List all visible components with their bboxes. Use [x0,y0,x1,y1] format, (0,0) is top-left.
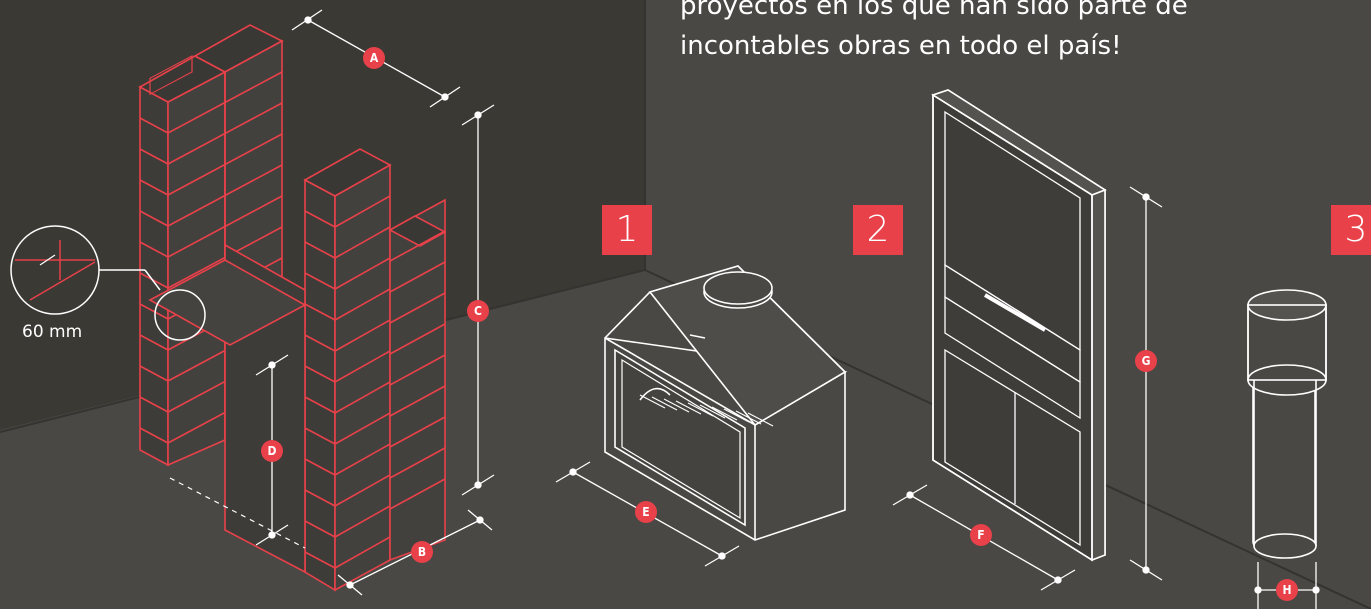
brick-structure [138,24,447,592]
brick-course-line [334,412,391,445]
brick-course-line [334,319,391,352]
dimension-marker-e: E [635,501,657,523]
product-1-grill [604,265,848,541]
brick-course-line [304,489,336,507]
brick-course-line [304,365,336,383]
dimension-marker-g: G [1135,350,1157,372]
right-mid-column [303,148,447,592]
brick-course-line [139,427,169,444]
brick-course-line [304,241,336,259]
dimension-marker-d: D [261,440,283,462]
brick-course-line [389,447,446,479]
brick-course-line [389,416,446,448]
brick-course-line [139,272,169,289]
brick-course-line [304,427,336,445]
brick-course-line [334,536,391,569]
brick-course-line [389,354,446,386]
zoom-callout [10,225,206,341]
brick-course-line [334,195,391,228]
brick-course-line [139,241,169,258]
grill-bar-line [663,398,690,413]
brick-course-line [389,230,446,262]
brick-course-line [304,458,336,476]
product-3-chimney-pipe [1247,289,1327,559]
brick-course-line [304,551,336,569]
brick-course-line [139,179,169,196]
intro-line-1: proyectos en los que han sido parte de [680,0,1188,21]
grill-bar-line [747,412,774,427]
brick-course-line [334,443,391,476]
brick-course-line [139,117,169,134]
grill-bar-line [639,394,666,409]
brick-course-line [334,474,391,507]
intro-line-2: incontables obras en todo el país! [680,31,1122,61]
brick-course-line [389,323,446,355]
product-number-3: 3 [1331,205,1371,255]
grill-bar-line [723,408,750,423]
brick-course-line [334,350,391,383]
brick-course-line [389,292,446,324]
brick-course-line [304,303,336,321]
brick-course-line [139,396,169,413]
brick-course-line [389,385,446,417]
product-2-fireplace [931,89,1107,562]
product-number-2: 2 [853,205,903,255]
brick-course-line [139,148,169,165]
grill-bar-line [687,402,714,417]
brick-course-line [304,272,336,290]
brick-course-line [139,365,169,382]
brick-course-line [334,226,391,259]
grill-bar-line [699,404,726,419]
brick-course-line [334,288,391,321]
brick-course-line [139,210,169,227]
brick-course-line [389,261,446,293]
floor-slab [148,259,307,346]
dimension-marker-c: C [467,300,489,322]
dimension-marker-a: A [363,47,385,69]
brick-course-line [334,257,391,290]
brick-course-line [304,334,336,352]
brick-course-line [304,396,336,414]
brick-course-line [139,303,169,320]
grill-bar-line [711,406,738,421]
dimension-marker-b: B [411,541,433,563]
brick-course-line [389,478,446,510]
brick-course-line [334,381,391,414]
brick-course-line [139,334,169,351]
grill-bar-line [651,396,678,411]
zoom-callout-label: 60 mm [22,322,83,342]
intro-text: proyectos en los que han sido parte de i… [680,0,1360,66]
dimension-marker-f: F [970,524,992,546]
dimension-marker-h: H [1276,579,1298,601]
brick-course-line [334,505,391,538]
brick-course-line [304,520,336,538]
grill-bar-line [675,400,702,415]
grill-bar-line [735,410,762,425]
product-number-1: 1 [602,205,652,255]
brick-course-line [304,210,336,228]
